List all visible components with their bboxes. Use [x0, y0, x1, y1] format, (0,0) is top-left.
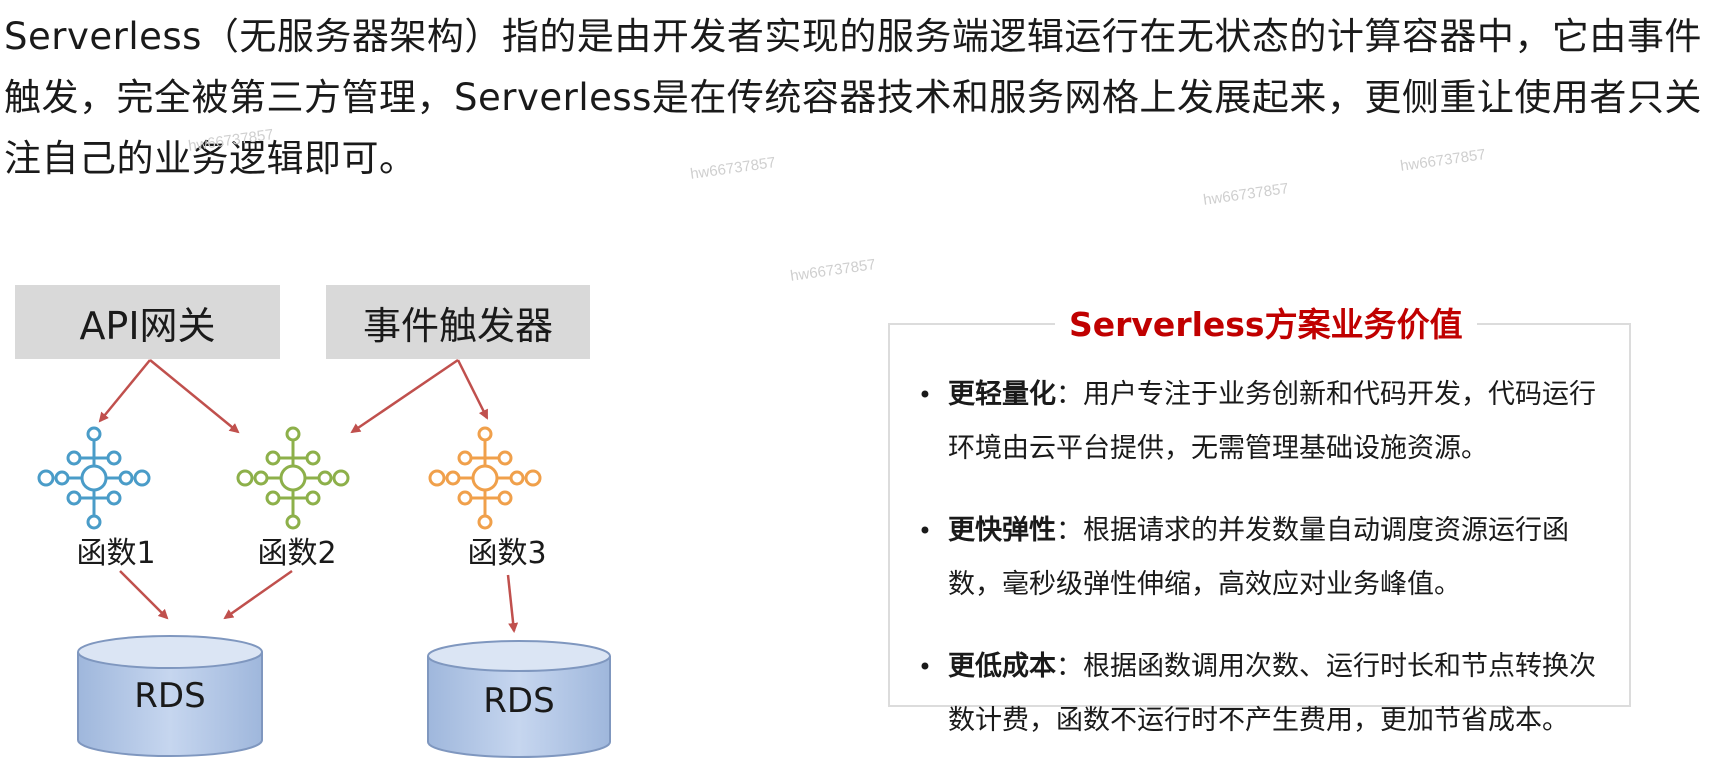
- value-description: ：用户专注于业务创新和代码开发，代码运行环境由云平台提供，无需管理基础设施资源。: [948, 379, 1596, 464]
- bullet-icon: •: [917, 381, 933, 409]
- event-trigger-box: 事件触发器: [326, 285, 590, 359]
- intro-paragraph: Serverless（无服务器架构）指的是由开发者实现的服务端逻辑运行在无状态的…: [4, 15, 1702, 180]
- value-term: 更轻量化: [948, 379, 1056, 410]
- database-icon: [77, 635, 263, 757]
- function2-label: 函数2: [257, 536, 337, 571]
- bullet-icon: •: [917, 517, 933, 545]
- value-term: 更快弹性: [948, 515, 1056, 546]
- list-item: • 更快弹性：根据请求的并发数量自动调度资源运行函数，毫秒级弹性伸缩，高效应对业…: [902, 504, 1622, 612]
- rds1-label: RDS: [134, 676, 206, 716]
- arrow-gateway-to-function1: [98, 359, 151, 423]
- arrow-trigger-to-function3: [456, 359, 489, 420]
- arrow-trigger-to-function2: [350, 358, 459, 434]
- list-item: • 更低成本：根据函数调用次数、运行时长和节点转换次数计费，函数不运行时不产生费…: [902, 640, 1622, 748]
- database-icon: [427, 640, 611, 758]
- function-icon: [37, 426, 151, 530]
- list-item: • 更轻量化：用户专注于业务创新和代码开发，代码运行环境由云平台提供，无需管理基…: [902, 368, 1622, 476]
- value-term: 更低成本: [948, 651, 1056, 682]
- value-panel-title: Serverless方案业务价值: [1055, 298, 1477, 346]
- function-icon: [236, 426, 350, 530]
- value-description: ：根据请求的并发数量自动调度资源运行函数，毫秒级弹性伸缩，高效应对业务峰值。: [948, 515, 1569, 600]
- api-gateway-box: API网关: [15, 285, 280, 359]
- function3-label: 函数3: [467, 536, 547, 571]
- function-icon: [428, 426, 542, 530]
- function1-label: 函数1: [76, 536, 156, 571]
- arrow-function1-to-rds1: [119, 570, 169, 620]
- arrow-function2-to-rds1: [223, 569, 293, 620]
- arrow-function3-to-rds2: [506, 574, 519, 633]
- value-list: • 更轻量化：用户专注于业务创新和代码开发，代码运行环境由云平台提供，无需管理基…: [902, 368, 1622, 776]
- value-description: ：根据函数调用次数、运行时长和节点转换次数计费，函数不运行时不产生费用，更加节省…: [948, 651, 1596, 736]
- bullet-icon: •: [917, 653, 933, 681]
- rds2-label: RDS: [483, 681, 555, 721]
- arrow-gateway-to-function2: [149, 359, 240, 434]
